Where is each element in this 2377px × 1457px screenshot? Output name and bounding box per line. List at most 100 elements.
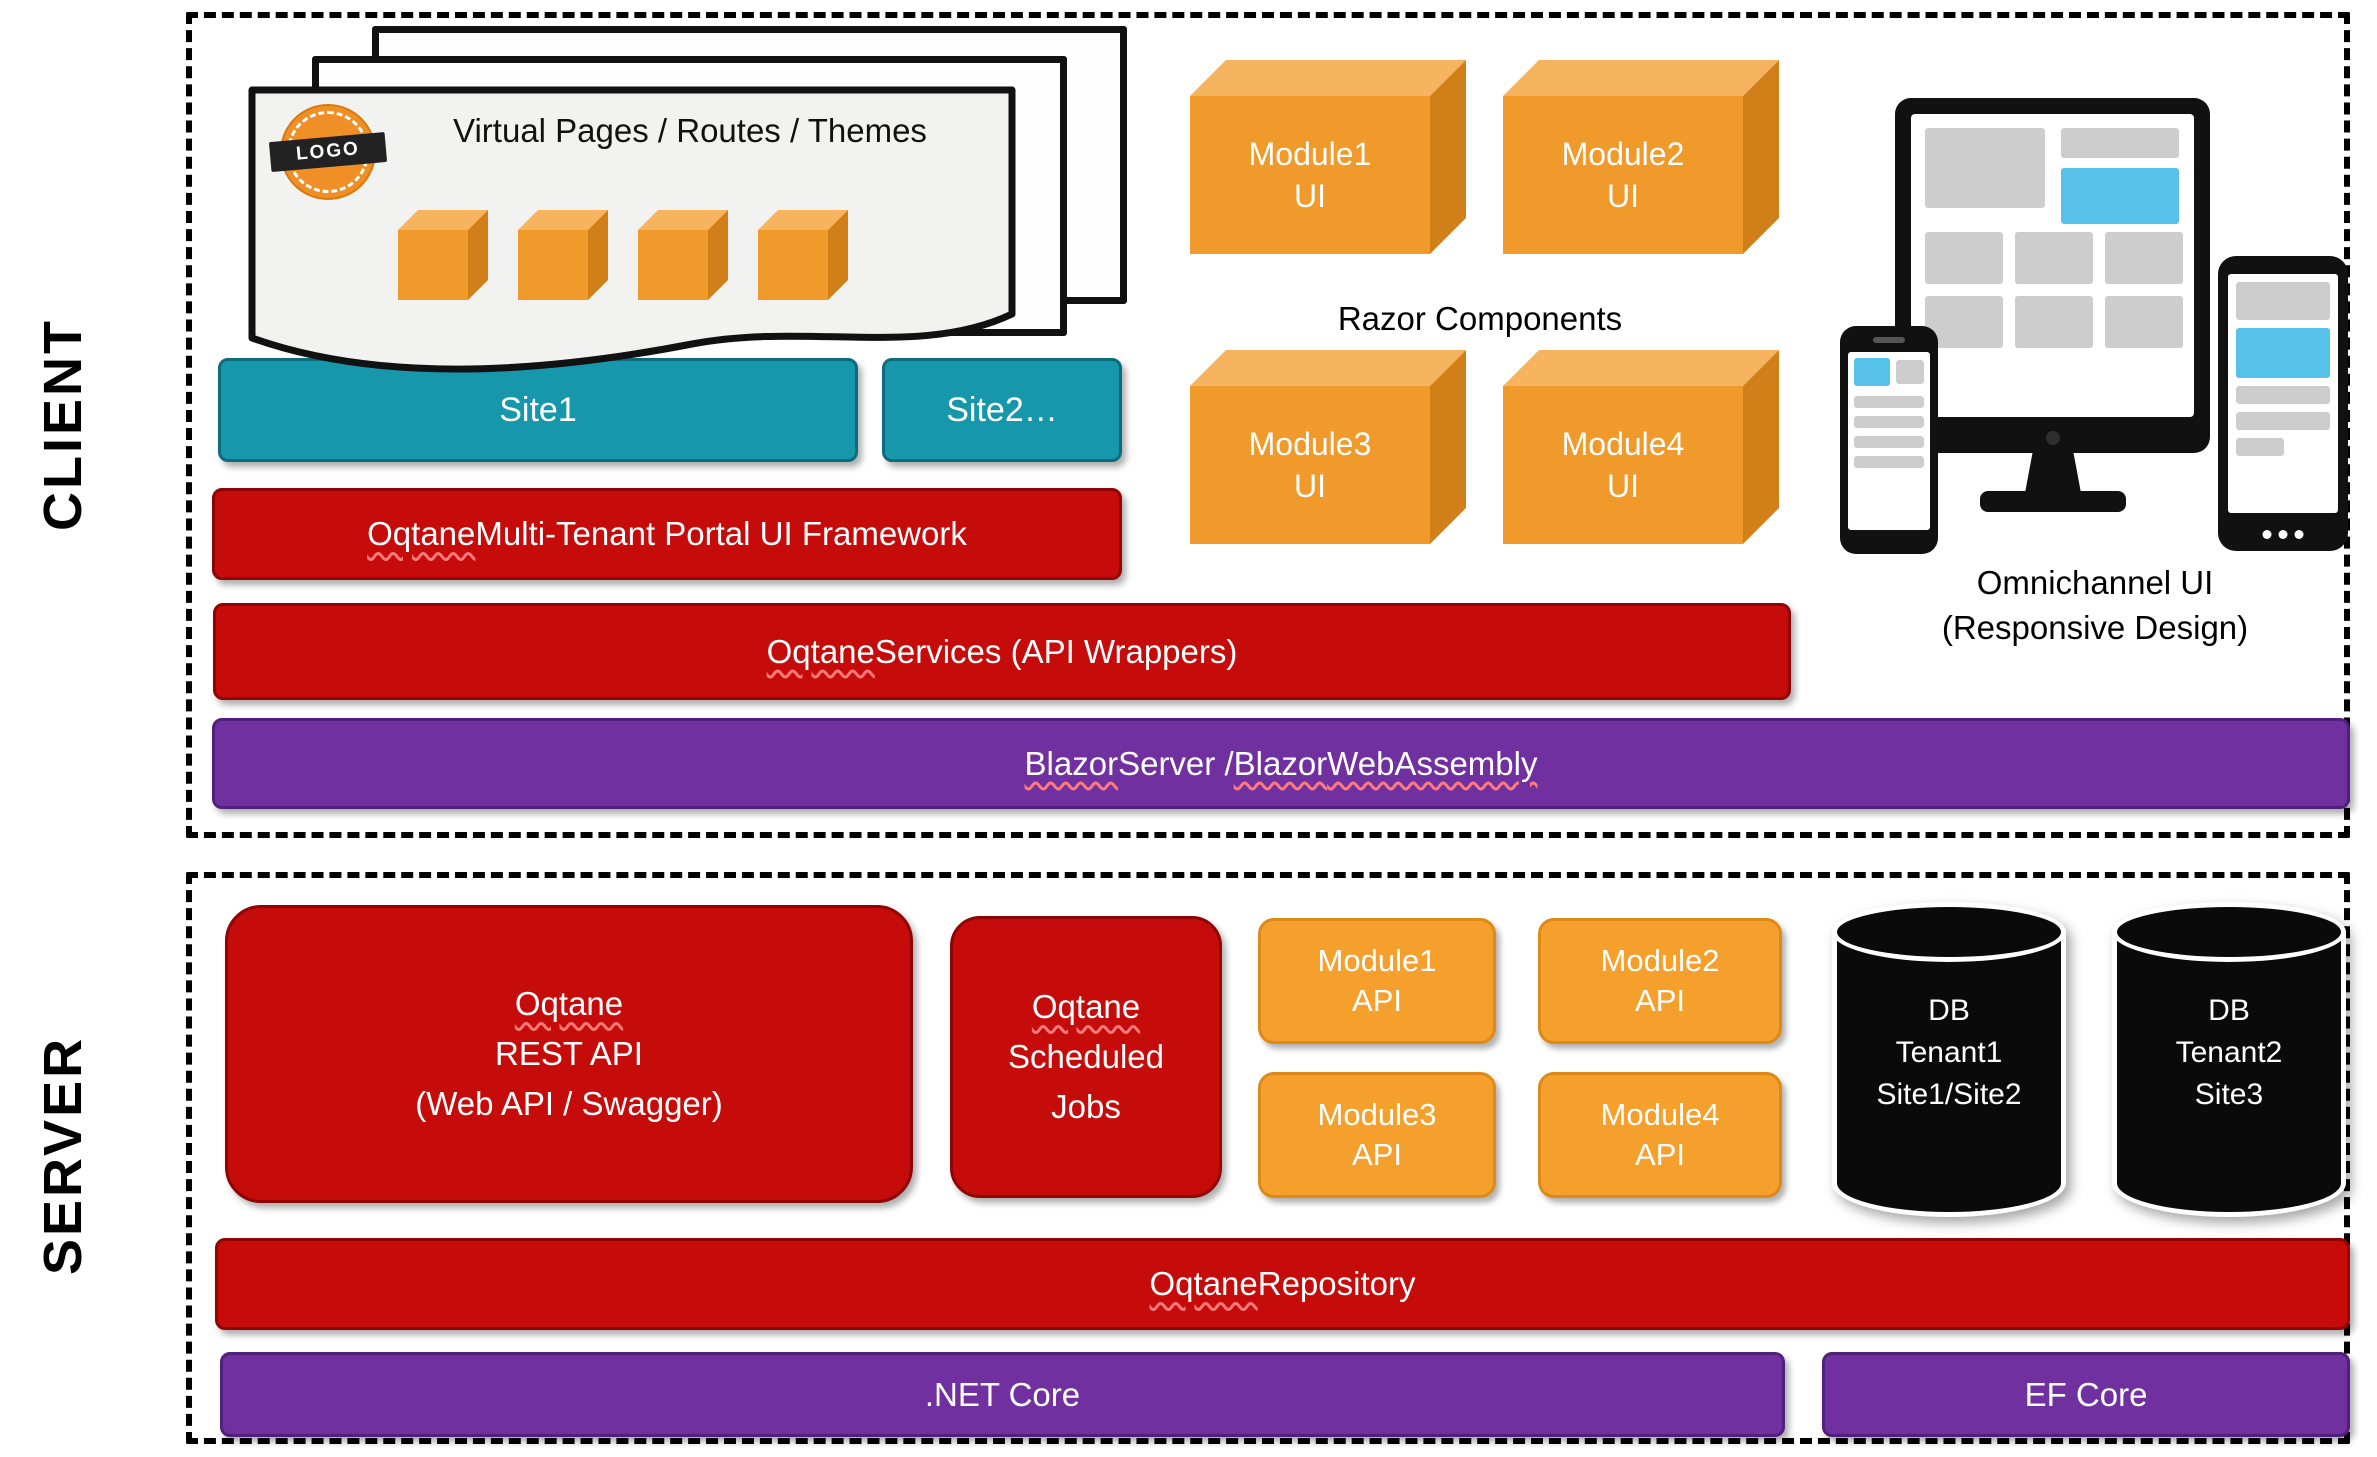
cube-label-line: Module2	[1561, 136, 1685, 172]
db-label-line: DB	[1928, 994, 1970, 1027]
db-label-line: Site1/Site2	[1876, 1078, 2022, 1111]
cube-front-face	[398, 230, 468, 300]
cube-front-face: Module3 UI	[1190, 386, 1430, 544]
rest-api-line2: REST API	[495, 1035, 643, 1072]
database-tenant1-cylinder: DB Tenant1 Site1/Site2	[1832, 902, 2066, 1217]
cube-top-face	[1190, 350, 1466, 386]
screen-block	[2105, 296, 2183, 348]
api-label-line: API	[1635, 1137, 1685, 1172]
db-cylinder-label: DB Tenant2 Site3	[2112, 990, 2346, 1116]
screen-block	[2061, 128, 2179, 158]
cube-front-face	[638, 230, 708, 300]
omnichannel-devices	[1840, 88, 2350, 563]
ef-core-bar: EF Core	[1822, 1352, 2350, 1437]
page-cube-icon	[518, 210, 608, 300]
services-bar: Oqtane Services (API Wrappers)	[213, 603, 1791, 700]
tablet-buttons	[2262, 530, 2304, 539]
cube-label-line: Module1	[1248, 136, 1372, 172]
omnichannel-label: Omnichannel UI (Responsive Design)	[1840, 560, 2350, 650]
screen-block	[1925, 232, 2003, 284]
cube-label-line: UI	[1294, 468, 1326, 504]
screen-block	[2236, 282, 2330, 320]
db-label-line: Tenant1	[1895, 1036, 2003, 1069]
oqtane-logo: LOGO	[268, 104, 388, 200]
omnichannel-label-line2: (Responsive Design)	[1941, 609, 2249, 646]
screen-block	[2105, 232, 2183, 284]
db-cylinder-label: DB Tenant1 Site1/Site2	[1832, 990, 2066, 1116]
virtual-pages-title: Virtual Pages / Routes / Themes	[453, 112, 927, 149]
api-label-line: Module4	[1600, 1097, 1720, 1132]
phone-speaker	[1873, 337, 1905, 343]
module1-api-box: Module1 API	[1258, 918, 1496, 1044]
module3-ui-cube: Module3 UI	[1190, 350, 1466, 544]
screen-block	[1896, 360, 1924, 384]
screen-block-accent	[2236, 328, 2330, 378]
cube-label-line: UI	[1607, 178, 1639, 214]
cube-top-face	[1503, 60, 1779, 96]
screen-block	[2236, 412, 2330, 430]
scheduled-jobs-line1: Oqtane	[1031, 988, 1141, 1025]
cube-front-face	[758, 230, 828, 300]
db-cylinder-top	[2112, 902, 2346, 962]
api-label-line: API	[1352, 1137, 1402, 1172]
module3-api-box: Module3 API	[1258, 1072, 1496, 1198]
desktop-monitor-icon	[1895, 98, 2210, 453]
cube-front-face: Module1 UI	[1190, 96, 1430, 254]
database-tenant2-cylinder: DB Tenant2 Site3	[2112, 902, 2346, 1217]
db-label-line: DB	[2208, 994, 2250, 1027]
screen-block	[1854, 456, 1924, 468]
api-label-line: API	[1635, 983, 1685, 1018]
cube-front-face	[518, 230, 588, 300]
blazor-bar: Blazor Server / Blazor WebAssembly	[212, 718, 2350, 809]
cube-side-face	[1743, 350, 1779, 544]
monitor-stand-base	[1980, 491, 2126, 512]
module2-ui-cube: Module2 UI	[1503, 60, 1779, 254]
page-cube-icon	[638, 210, 728, 300]
server-section-frame	[186, 872, 2350, 1444]
module1-ui-cube: Module1 UI	[1190, 60, 1466, 254]
db-cylinder-top	[1832, 902, 2066, 962]
screen-block	[1854, 396, 1924, 408]
db-cylinder-body	[1832, 932, 2066, 1217]
client-section-label: CLIENT	[33, 318, 93, 532]
screen-block	[2236, 438, 2284, 456]
dotnet-core-bar: .NET Core	[220, 1352, 1785, 1437]
screen-block	[2236, 386, 2330, 404]
monitor-camera-dot	[2045, 431, 2060, 445]
server-section-label: SERVER	[33, 1035, 93, 1275]
portal-framework-bar: Oqtane Multi-Tenant Portal UI Framework	[212, 488, 1122, 580]
cube-side-face	[1430, 350, 1466, 544]
cube-side-face	[1430, 60, 1466, 254]
screen-block	[2015, 296, 2093, 348]
screen-block	[1854, 416, 1924, 428]
rest-api-box: Oqtane REST API (Web API / Swagger)	[225, 905, 913, 1203]
monitor-stand-neck	[2025, 451, 2081, 493]
cube-top-face	[1190, 60, 1466, 96]
cube-label-line: UI	[1607, 468, 1639, 504]
cube-label-line: Module4	[1561, 426, 1685, 462]
omnichannel-label-line1: Omnichannel UI	[1976, 564, 2214, 601]
api-label-line: Module1	[1317, 943, 1437, 978]
api-label-line: Module3	[1317, 1097, 1437, 1132]
db-cylinder-body	[2112, 932, 2346, 1217]
tablet-screen	[2228, 274, 2338, 513]
cube-label-line: UI	[1294, 178, 1326, 214]
db-label-line: Tenant2	[2175, 1036, 2283, 1069]
module4-api-box: Module4 API	[1538, 1072, 1782, 1198]
rest-api-line3: (Web API / Swagger)	[415, 1085, 723, 1122]
cube-top-face	[1503, 350, 1779, 386]
site2-box: Site2…	[882, 358, 1122, 462]
monitor-screen	[1911, 114, 2194, 417]
cube-side-face	[1743, 60, 1779, 254]
screen-block	[1925, 296, 2003, 348]
razor-components-label: Razor Components	[1337, 300, 1623, 337]
rest-api-line1: Oqtane	[514, 985, 624, 1022]
screen-block	[2015, 232, 2093, 284]
module2-api-box: Module2 API	[1538, 918, 1782, 1044]
screen-block	[1925, 128, 2045, 208]
screen-block-accent	[2061, 168, 2179, 224]
repository-bar: Oqtane Repository	[215, 1238, 2350, 1330]
page-cube-icon	[758, 210, 848, 300]
smartphone-icon	[1840, 326, 1938, 554]
